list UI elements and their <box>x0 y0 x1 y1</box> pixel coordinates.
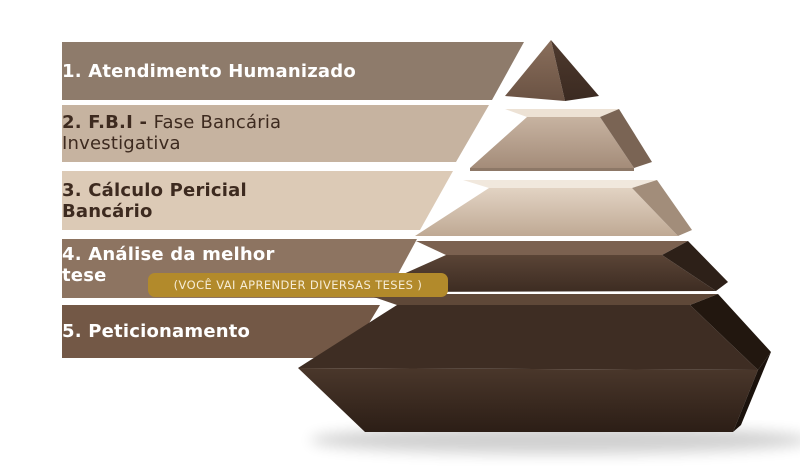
step-5-number: 5. <box>62 321 82 342</box>
band-step-1 <box>62 42 524 100</box>
step-3-line2: Bancário <box>62 201 153 222</box>
step-3-title: Cálculo Pericial <box>88 180 247 201</box>
step-2-line2: Investigativa <box>62 133 181 154</box>
step-5-label: 5. Peticionamento <box>62 321 402 342</box>
step-4-line2: tese <box>62 265 107 286</box>
step-5-title: Peticionamento <box>88 321 251 342</box>
step-4-title: Análise da melhor <box>88 244 275 265</box>
step-1-label: 1. Atendimento Humanizado <box>62 61 402 82</box>
pyramid-shadow <box>310 426 800 454</box>
pyramid-tier-2 <box>470 109 652 171</box>
band-step-5 <box>62 305 380 358</box>
step-1-number: 1. <box>62 61 82 82</box>
teses-note-badge: (VOCÊ VAI APRENDER DIVERSAS TESES ) <box>148 273 448 297</box>
step-4-number: 4. <box>62 244 82 265</box>
step-1-title: Atendimento Humanizado <box>88 61 356 82</box>
pyramid-tier-4 <box>363 241 728 292</box>
step-3-number: 3. <box>62 180 82 201</box>
step-2-title-rest: Fase Bancária <box>153 112 282 133</box>
step-2-title-bold: F.B.I - <box>88 112 148 133</box>
step-2-label: 2. F.B.I - Fase Bancária Investigativa <box>62 112 402 154</box>
step-3-label: 3. Cálculo Pericial Bancário <box>62 180 402 222</box>
pyramid-tier-1 <box>505 40 599 101</box>
pyramid-tier-3 <box>415 180 692 236</box>
band-step-2 <box>62 105 489 162</box>
step-2-number: 2. <box>62 112 82 133</box>
step-4-label: 4. Análise da melhor tese <box>62 244 402 286</box>
pyramid-tier-5 <box>298 294 771 432</box>
band-step-3 <box>62 171 453 230</box>
